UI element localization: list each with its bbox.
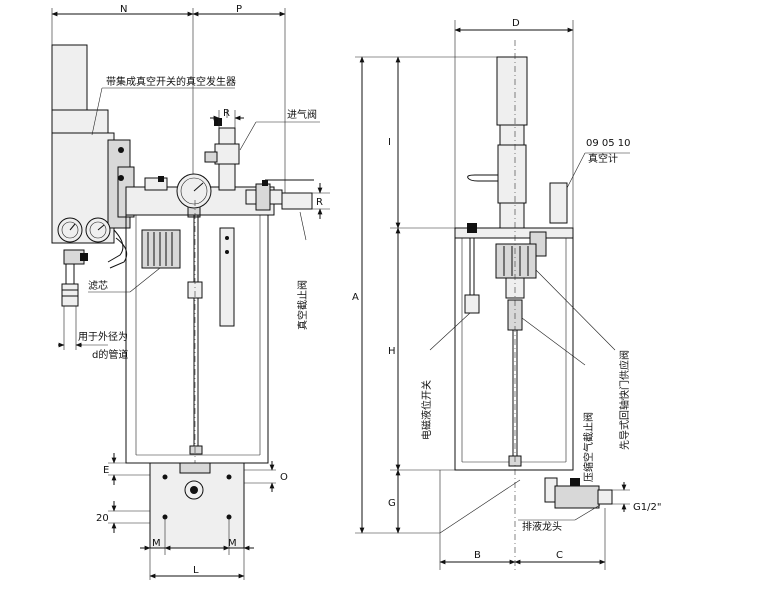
label-pilot-valve: 先导式回轴快门供应阀 (618, 350, 631, 450)
right-tank-body (454, 237, 574, 471)
dim-d: D (512, 18, 520, 29)
dim-e: E (103, 465, 109, 476)
dim-n: N (120, 4, 127, 15)
label-filter: 滤芯 (88, 279, 108, 292)
dim-p: P (236, 4, 242, 15)
label-inlet-valve: 进气阀 (287, 108, 317, 121)
label-gauge-code: 09 05 10 (586, 138, 631, 149)
label-vacuum-stop-valve: 真空截止阀 (296, 280, 309, 330)
dim-o: O (280, 472, 288, 483)
dim-r-top: R (223, 108, 230, 119)
dim-20: 20 (96, 513, 109, 524)
right-generator-top (496, 56, 528, 126)
dim-i: I (388, 137, 391, 148)
drain-tap-icon (554, 485, 600, 509)
label-vacuum-generator: 带集成真空开关的真空发生器 (106, 75, 236, 88)
dim-l: L (193, 565, 199, 576)
dim-b: B (474, 550, 481, 561)
label-vacuum-gauge: 真空计 (588, 152, 618, 165)
dim-a: A (352, 292, 359, 303)
label-level-switch: 电磁液位开关 (420, 380, 433, 440)
label-pipe-line2: d的管道 (92, 348, 128, 361)
level-bracket (219, 227, 235, 327)
dim-m-right: M (228, 538, 237, 549)
generator-top (51, 44, 88, 111)
dim-g: G (388, 498, 396, 509)
label-drain-tap: 排液龙头 (522, 520, 562, 533)
dim-r-side: R (316, 197, 323, 208)
pilot-valve-block (495, 243, 537, 279)
dim-thread: G1/2" (633, 502, 661, 513)
dim-c: C (556, 550, 563, 561)
left-view: N P (51, 4, 330, 580)
right-vacuum-gauge-box (549, 182, 568, 224)
dim-h: H (388, 346, 396, 357)
right-view: D A I H G (352, 18, 661, 570)
dim-m-left: M (152, 538, 161, 549)
label-air-stop-valve: 压缩空气截止阀 (582, 412, 595, 482)
label-pipe-line1: 用于外径为 (78, 330, 128, 343)
